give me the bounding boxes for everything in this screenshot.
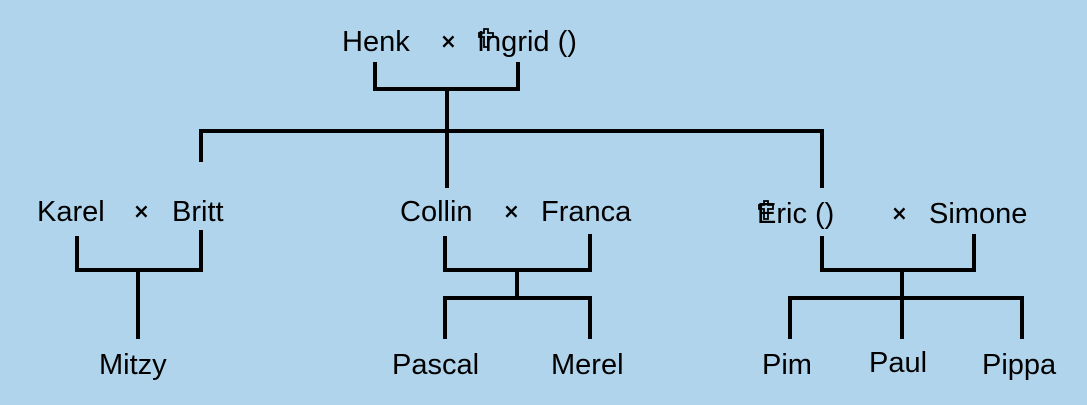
sibling-bar-generation2: [199, 129, 824, 188]
marriage-symbol-eric-simone: ×: [891, 201, 908, 225]
person-franca: Franca: [541, 196, 632, 228]
person-pim: Pim: [762, 349, 812, 381]
person-ingrid: Ingrid (): [477, 26, 577, 58]
person-pippa: Pippa: [982, 349, 1057, 381]
person-paul: Paul: [869, 347, 928, 379]
couple-connector-karel-britt: [75, 230, 203, 272]
marriage-symbol-karel-britt: ×: [133, 199, 150, 223]
couple-connector-collin-franca: [443, 234, 592, 272]
sibling-bar-collin-franca: [443, 296, 592, 339]
marriage-symbol-henk-ingrid: ×: [440, 29, 457, 53]
couple-connector-eric-simone: [820, 234, 976, 272]
person-britt: Britt: [172, 196, 224, 228]
person-collin: Collin: [400, 196, 473, 228]
couple-connector-henk-ingrid: [373, 62, 520, 91]
sibling-bar-eric-simone: [788, 296, 1024, 339]
person-merel: Merel: [551, 349, 624, 381]
person-pascal: Pascal: [392, 349, 480, 381]
person-eric: Eric (): [757, 198, 835, 230]
latin-cross-icon: [758, 200, 774, 220]
person-eric-name: Eric: [757, 198, 807, 230]
person-karel: Karel: [37, 196, 105, 228]
person-simone: Simone: [929, 198, 1028, 230]
person-mitzy: Mitzy: [99, 349, 167, 381]
person-henk: Henk: [342, 26, 410, 58]
marriage-symbol-collin-franca: ×: [503, 199, 520, 223]
latin-cross-icon: [478, 28, 494, 48]
